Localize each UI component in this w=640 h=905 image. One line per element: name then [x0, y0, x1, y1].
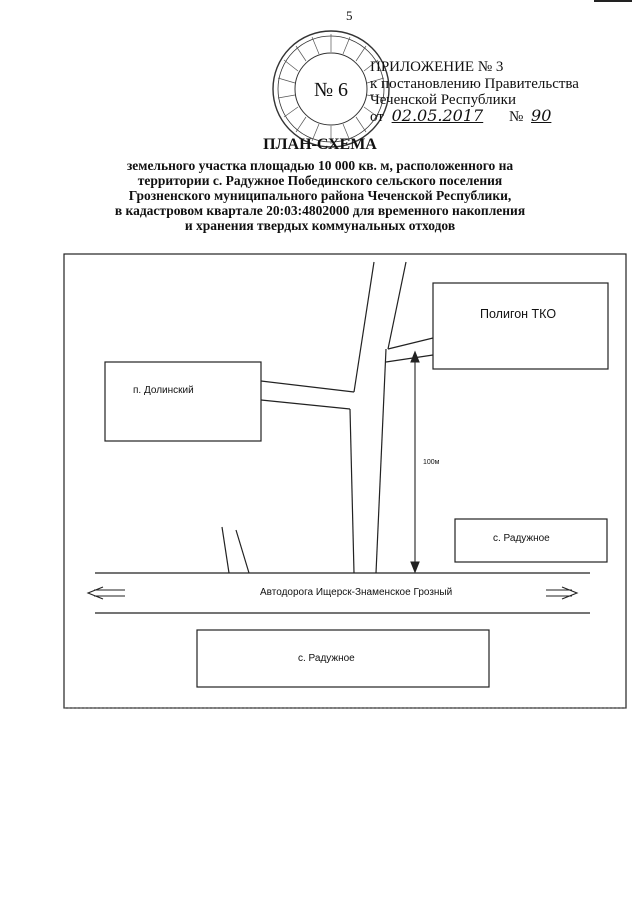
vertical-road-edge [353, 261, 375, 393]
decree-reference: к постановлению Правительства [370, 76, 579, 92]
vertical-road-edge [387, 261, 407, 350]
subtitle-line: и хранения твердых коммунальных отходов [184, 218, 456, 233]
village-right-box [454, 518, 608, 563]
landfill-box [432, 282, 609, 370]
subtitle-line: земельного участка площадью 10 000 кв. м… [126, 158, 514, 173]
road-stub-edge [221, 526, 230, 574]
appendix-heading: ПРИЛОЖЕНИЕ № 3 [370, 59, 504, 75]
document-subtitle: земельного участка площадью 10 000 кв. м… [80, 158, 560, 233]
distance-label: 100м [423, 459, 440, 466]
decree-number: 90 [531, 106, 552, 125]
distance-dimension [410, 350, 420, 574]
road-label: Автодорога Ищерск-Знаменское Грозный [260, 587, 453, 598]
village-bottom-box [196, 629, 490, 688]
vertical-road-edge [375, 348, 387, 574]
access-road-edge [387, 337, 434, 350]
subtitle-line: в кадастровом квартале 20:03:4802000 для… [114, 203, 526, 218]
vertical-road-edge [349, 408, 355, 574]
access-road-edge [385, 354, 434, 363]
official-seal-stamp: № 6 [272, 30, 390, 148]
decree-date: 02.05.2017 [391, 106, 484, 125]
document-title: ПЛАН-СХЕМА [263, 136, 377, 153]
road-stub-edge [235, 529, 250, 574]
side-road-edge [260, 399, 351, 410]
village-right-label: с. Радужное [493, 533, 550, 544]
subtitle-line: территории с. Радужное Побединского сель… [137, 173, 503, 188]
road-arrow-left-icon [86, 586, 125, 600]
page-number: 5 [346, 8, 353, 23]
settlement-dolinsky-box [104, 361, 262, 442]
top-edge-mark [594, 0, 632, 2]
landfill-label: Полигон ТКО [480, 307, 557, 321]
road-arrow-right-icon [546, 586, 579, 600]
number-prefix: № [508, 109, 524, 125]
map-frame [63, 253, 627, 709]
decree-reference-line2: Чеченской Республики [370, 92, 516, 108]
decree-date-line: от 02.05.2017 № 90 [370, 106, 551, 126]
village-bottom-label: с. Радужное [298, 653, 355, 664]
date-prefix: от [370, 109, 384, 125]
stamp-number: № 6 [314, 79, 348, 101]
subtitle-line: Грозненского муниципального района Чечен… [128, 188, 512, 203]
settlement-dolinsky-label: п. Долинский [133, 385, 194, 396]
side-road-edge [260, 380, 355, 393]
